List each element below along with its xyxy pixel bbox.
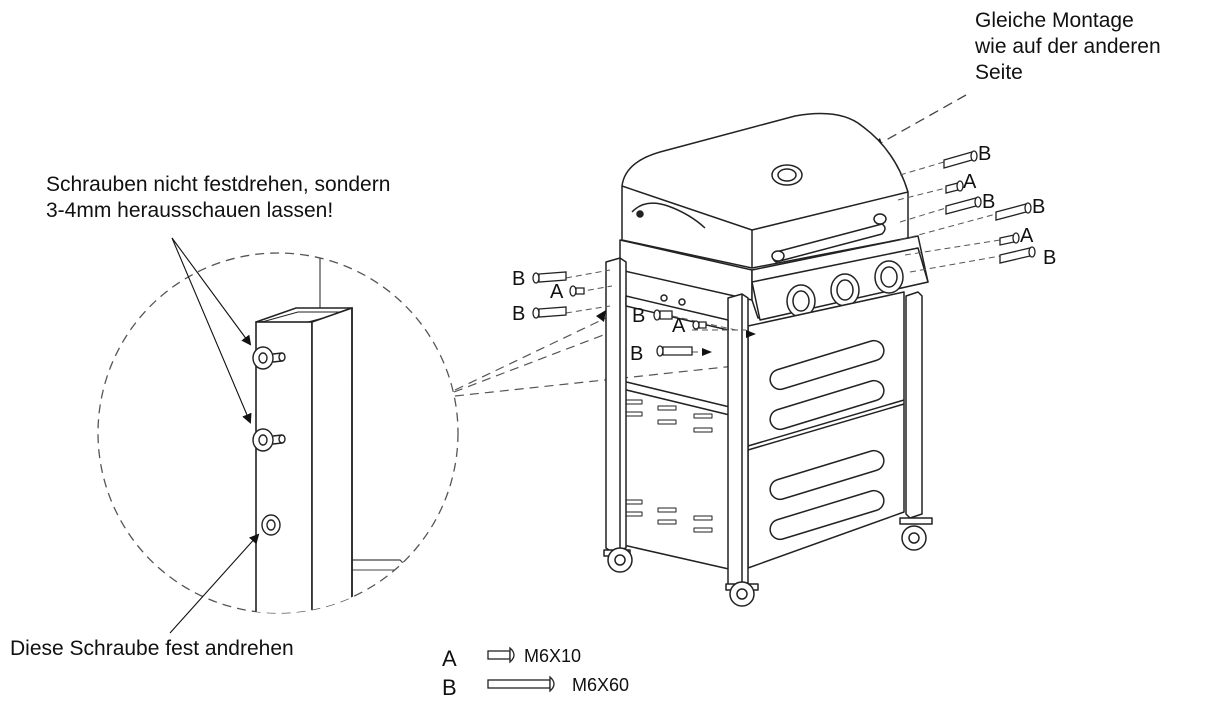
screw-a-front [692, 320, 707, 330]
legend-b-screw-icon [487, 675, 555, 693]
same-assembly-line-3: Seite [975, 61, 1023, 84]
screw-b-front-1 [653, 309, 673, 321]
screw-b-front-2 [656, 345, 693, 357]
grill-legs [605, 257, 923, 589]
label-a-2: A [1020, 225, 1034, 247]
side-vents [623, 399, 713, 533]
screw-b-left-1 [532, 271, 567, 284]
detail-screw-middle [252, 428, 286, 452]
do-not-tighten-note: Schrauben nicht festdrehen, sondern 3-4m… [46, 172, 390, 224]
label-b-4: B [1043, 247, 1056, 269]
label-b-8: B [630, 343, 643, 365]
legend-b-size: M6X60 [572, 675, 630, 695]
legend-a-size: M6X10 [524, 646, 582, 666]
label-a-4: A [672, 315, 686, 337]
screw-b-right-1 [943, 150, 978, 169]
screw-a-right-2 [999, 232, 1020, 246]
label-b-3: B [1032, 196, 1045, 218]
do-not-tighten-line-2: 3-4mm herausschauen lassen! [46, 199, 334, 222]
screw-b-left-2 [532, 306, 567, 319]
grill-illustration [603, 112, 933, 607]
label-b-6: B [512, 303, 525, 325]
detail-screw-top [252, 346, 286, 370]
wheels [603, 517, 933, 607]
screw-b-right-3 [995, 202, 1032, 221]
screws [532, 150, 1036, 357]
label-b-7: B [632, 305, 645, 327]
detail-screw-bottom [261, 514, 281, 536]
label-b-1: B [978, 143, 991, 165]
door-vents [769, 339, 885, 541]
do-not-tighten-line-1: Schrauben nicht festdrehen, sondern [46, 173, 391, 196]
legend-b-letter: B [442, 675, 457, 700]
detail-circle [97, 252, 459, 614]
same-assembly-line-1: Gleiche Montage [975, 9, 1134, 32]
screw-a-left [569, 285, 585, 297]
insertion-arrows [596, 310, 756, 356]
label-a-3: A [550, 281, 564, 303]
label-a-1: A [963, 171, 977, 193]
legend-a-letter: A [442, 646, 457, 671]
legend-icons [487, 646, 555, 693]
detail-connector-lines [453, 315, 736, 397]
legend-a-screw-icon [487, 646, 515, 664]
screw-a-right-1 [945, 180, 964, 194]
screw-guides [565, 161, 1001, 353]
same-assembly-note: Gleiche Montage wie auf der anderen Seit… [975, 8, 1161, 86]
same-assembly-line-2: wie auf der anderen [975, 35, 1161, 58]
control-knobs [786, 260, 904, 318]
label-b-5: B [512, 268, 525, 290]
label-b-2: B [982, 191, 995, 213]
part-labels: B A B B A B B A B B A B [512, 143, 1056, 365]
note-leader-lines [169, 237, 260, 634]
screw-b-right-2 [945, 196, 982, 215]
tighten-screw-note: Diese Schraube fest andrehen [10, 637, 294, 660]
screw-b-right-4 [999, 246, 1036, 264]
